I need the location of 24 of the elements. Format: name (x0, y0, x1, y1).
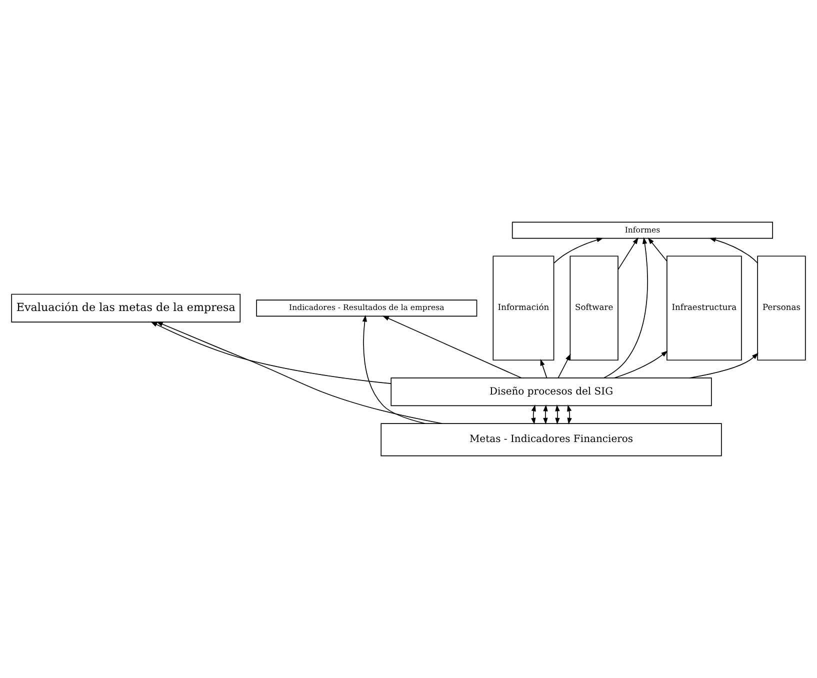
arrow (709, 238, 758, 264)
arrow (382, 316, 522, 378)
arrow (567, 404, 572, 425)
node-box: Diseño procesos del SIG (390, 378, 712, 406)
arrow (156, 322, 443, 424)
node-box: Personas (757, 256, 806, 361)
arrow (648, 237, 668, 262)
arrow (614, 350, 668, 378)
node-box: Información (492, 256, 554, 361)
arrow (558, 354, 571, 378)
arrow (362, 315, 426, 424)
arrow (618, 237, 638, 270)
arrow (555, 404, 560, 425)
node-box: Metas - Indicadores Financieros (380, 423, 722, 456)
arrow (531, 404, 536, 425)
arrow (603, 237, 648, 378)
arrow (150, 322, 392, 384)
node-box: Evaluación de las metas de la empresa (11, 294, 241, 322)
arrow (689, 352, 758, 378)
node-box: Infraestructura (666, 256, 742, 361)
node-box: Software (570, 256, 618, 361)
arrow (543, 404, 548, 425)
arrow (554, 238, 604, 264)
arrow (540, 358, 548, 378)
